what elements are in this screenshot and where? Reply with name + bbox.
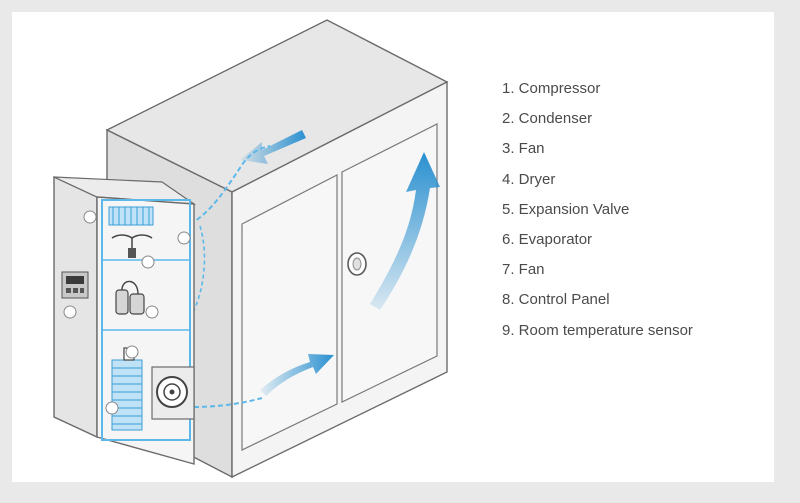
airflow-circuit-line	[189, 145, 271, 225]
legend-item-control-panel: 8. Control Panel	[502, 291, 610, 309]
legend-item-expansion-valve: 5. Expansion Valve	[502, 200, 630, 218]
airflow-circuit-line	[193, 397, 263, 408]
callout-marker	[125, 345, 139, 359]
legend-item-fan: 3. Fan	[502, 140, 545, 158]
legend-item-condenser: 2. Condenser	[502, 110, 593, 128]
airflow-arrow-top	[240, 130, 306, 164]
condenser-fan-icon	[111, 234, 153, 258]
evaporator-fan-icon	[151, 366, 195, 420]
callout-marker	[63, 305, 77, 319]
left-door	[241, 174, 338, 451]
legend-item-room-temperature-sensor: 9. Room temperature sensor	[502, 321, 693, 339]
legend-item-fan-2: 7. Fan	[502, 261, 545, 279]
right-door	[341, 123, 438, 403]
evaporator-coil-icon	[111, 347, 143, 431]
airflow-arrow-up	[370, 152, 440, 310]
legend-item-compressor: 1. Compressor	[502, 80, 601, 97]
callout-marker	[145, 305, 159, 319]
legend-item-dryer: 4. Dryer	[502, 170, 556, 188]
cold-room-unit-diagram	[53, 19, 449, 479]
legend-item-evaporator: 6. Evaporator	[502, 230, 593, 248]
control-panel-icon	[61, 271, 89, 299]
condenser-coil-icon	[108, 206, 154, 226]
component-legend: 1. Compressor 2. Condenser 3. Fan 4. Dry…	[502, 74, 693, 346]
callout-markers	[63, 210, 191, 415]
diagram-frame: 1. Compressor 2. Condenser 3. Fan 4. Dry…	[12, 12, 774, 482]
airflow-arrow-bottom	[260, 354, 334, 396]
callout-marker	[83, 210, 97, 224]
refrigerant-circuit	[101, 199, 191, 441]
callout-marker	[141, 255, 155, 269]
callout-marker	[177, 231, 191, 245]
callout-marker	[105, 401, 119, 415]
compressor-icon	[115, 280, 145, 315]
